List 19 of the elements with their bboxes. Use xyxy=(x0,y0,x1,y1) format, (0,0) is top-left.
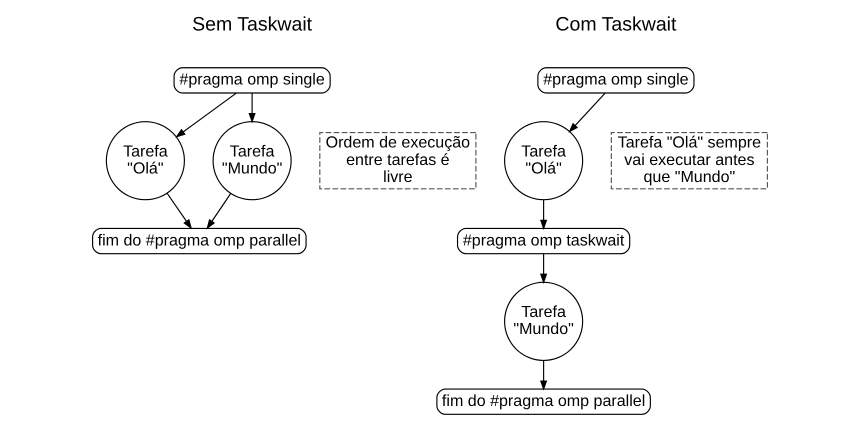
node-box: #pragma omp single xyxy=(174,67,331,94)
arrow xyxy=(568,92,606,133)
node-circle: Tarefa "Mundo" xyxy=(504,282,584,361)
node-box: Ordem de execução entre tarefas é livre xyxy=(319,132,476,190)
node-box: #pragma omp single xyxy=(537,67,695,94)
arrow xyxy=(540,254,548,284)
node-circle: Tarefa "Mundo" xyxy=(212,121,292,200)
arrow xyxy=(206,193,232,230)
node-box: Tarefa "Olá" sempre vai executar antes que "Mundo" xyxy=(610,132,768,190)
node-box: fim do #pragma omp parallel xyxy=(92,228,307,254)
arrow xyxy=(175,92,237,138)
node-box: fim do #pragma omp parallel xyxy=(436,388,651,415)
arrow xyxy=(166,193,192,230)
arrow xyxy=(248,93,256,124)
arrow xyxy=(540,200,548,230)
arrow xyxy=(540,360,548,391)
label: Com Taskwait xyxy=(555,14,676,36)
node-box: #pragma omp taskwait xyxy=(456,228,630,254)
label: Sem Taskwait xyxy=(192,14,312,36)
